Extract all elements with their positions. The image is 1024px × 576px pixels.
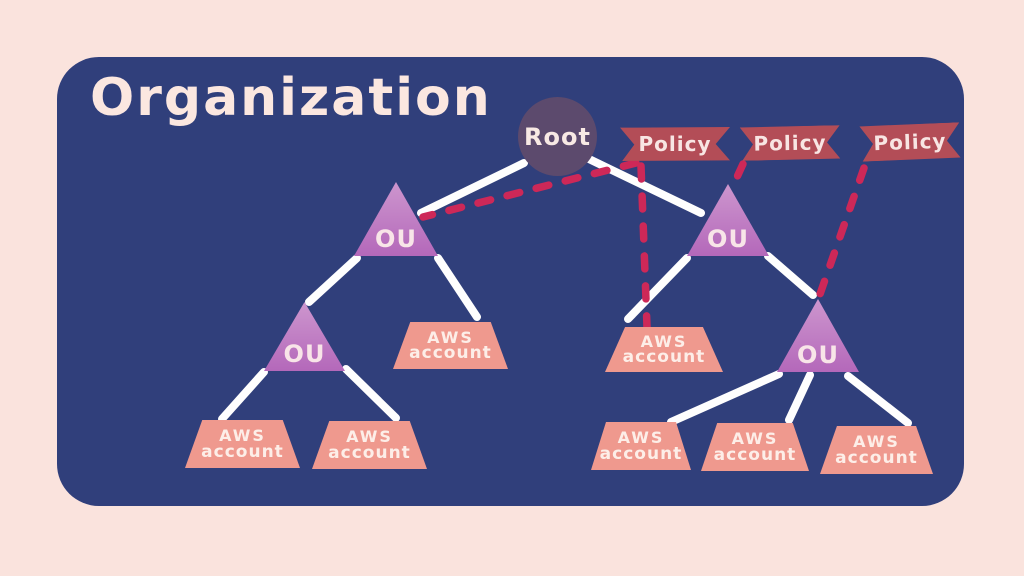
aws-account-node: AWS account: [312, 421, 427, 469]
account-label-line1: AWS: [346, 427, 393, 447]
root-label: Root: [524, 122, 591, 151]
aws-account-node: AWS account: [185, 420, 300, 468]
policy2-to-ouright-line: [728, 160, 747, 192]
account-label-line1: AWS: [640, 331, 688, 351]
ou-label: OU: [797, 341, 839, 369]
edge-ouleft-ou2: [305, 254, 361, 306]
edge-ou4-account3: [844, 372, 912, 427]
policy-label: Policy: [873, 128, 947, 156]
account-label-line2: account: [835, 447, 918, 468]
edge-ouright-accountmid: [624, 254, 691, 323]
account-label-line2: account: [713, 444, 797, 465]
account-label-line2: account: [328, 442, 411, 463]
account-label-line1: AWS: [617, 428, 665, 448]
aws-account-node: AWS account: [591, 422, 691, 470]
ou-label: OU: [283, 340, 326, 368]
policy-banner-1: Policy: [620, 127, 730, 161]
edge-ou2-account1: [218, 368, 268, 423]
account-label-line1: AWS: [731, 429, 779, 449]
policy-banner-2: Policy: [740, 125, 841, 161]
edge-ou4-account1: [667, 370, 783, 426]
policy-banner-3: Policy: [859, 122, 960, 161]
policy-label: Policy: [753, 130, 827, 156]
account-label-line2: account: [409, 343, 492, 364]
root-node: Root: [518, 97, 597, 176]
aws-account-node: AWS account: [393, 322, 508, 369]
policy3-to-ou4-line: [815, 164, 868, 301]
account-label-line2: account: [599, 443, 683, 464]
account-label-line1: AWS: [219, 426, 266, 446]
edge-ouleft-account: [434, 254, 481, 321]
policy1-to-ouleft-line: [419, 159, 640, 221]
account-label-line2: account: [622, 347, 706, 368]
edge-ou4-account2: [785, 371, 814, 424]
account-label-line1: AWS: [427, 327, 474, 347]
policy1-to-accountmid-line: [637, 162, 651, 331]
page-title: Organization: [90, 68, 492, 128]
edge-ouright-ou4: [764, 252, 817, 299]
account-label-line2: account: [201, 441, 284, 462]
policy-label: Policy: [638, 132, 712, 156]
ou-label: OU: [707, 225, 749, 253]
edge-ou2-account2: [342, 365, 400, 422]
aws-account-node: AWS account: [701, 423, 809, 471]
aws-account-node: AWS account: [820, 426, 933, 474]
edge-root-ou-left: [417, 159, 528, 217]
ou-label: OU: [375, 225, 417, 253]
account-label-line1: AWS: [853, 432, 900, 452]
aws-account-node: AWS account: [605, 327, 723, 372]
